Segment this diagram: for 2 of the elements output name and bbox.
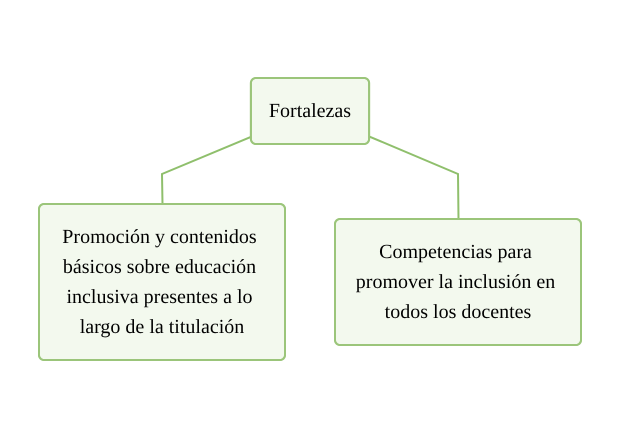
connector xyxy=(160,135,252,204)
connector xyxy=(368,135,459,220)
